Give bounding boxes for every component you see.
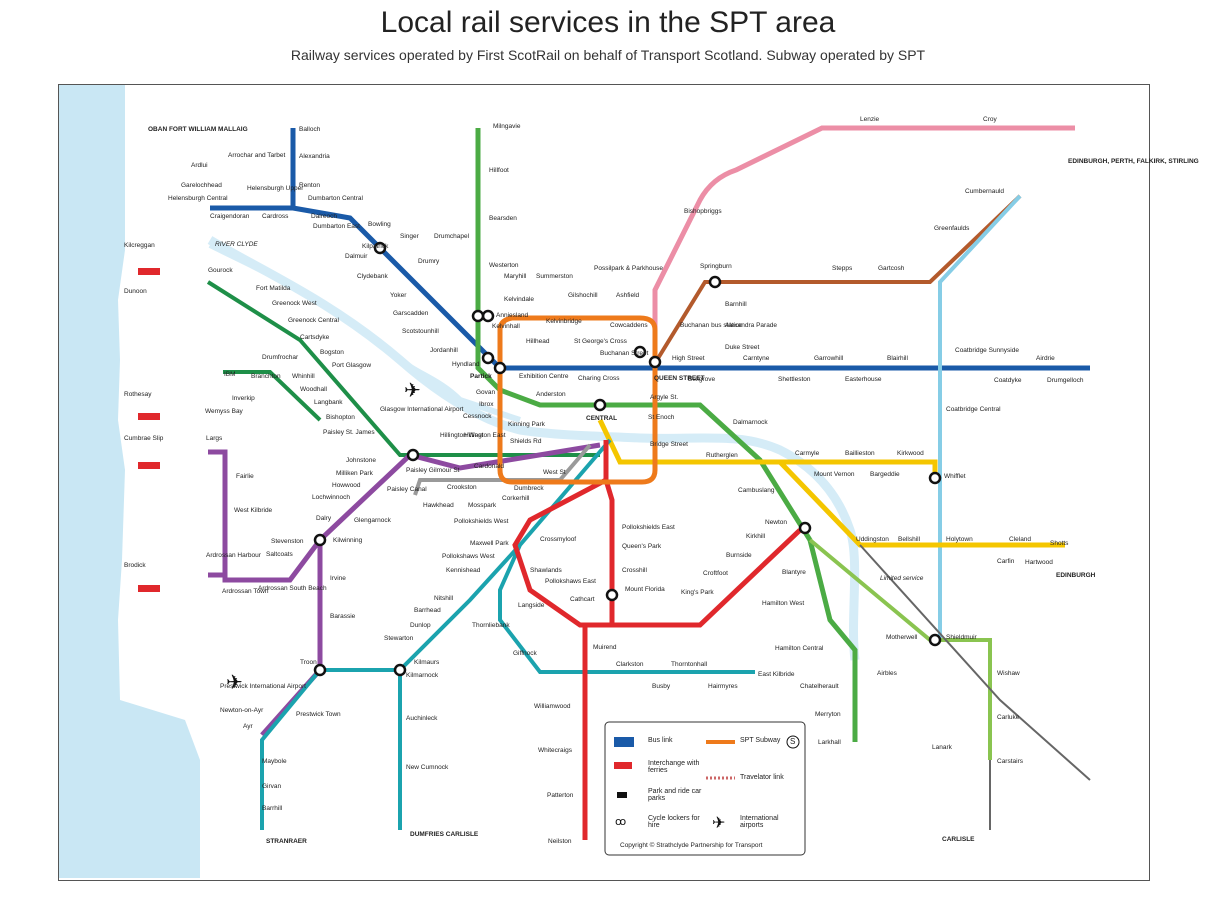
legend-copyright: Copyright © Strathclyde Partnership for … bbox=[620, 842, 763, 849]
line-cumbernauld bbox=[655, 194, 1022, 362]
legend-subway-symbol: S bbox=[790, 737, 796, 746]
ferry-icon bbox=[614, 762, 632, 769]
legend-ferry: Interchange with ferries bbox=[648, 760, 700, 774]
legend-bus-link: Bus link bbox=[648, 737, 673, 744]
line-light-blue-west bbox=[208, 242, 521, 423]
airport-icon: ✈ bbox=[404, 380, 421, 402]
ferry-icon bbox=[138, 413, 160, 420]
legend-travelator: Travelator link bbox=[740, 774, 784, 781]
park-and-ride-icon bbox=[617, 792, 627, 798]
map-title: Local rail services in the SPT area bbox=[380, 6, 836, 39]
legend-cycle: Cycle lockers for hire bbox=[648, 815, 700, 829]
map-frame bbox=[58, 84, 1150, 881]
subway-legend-symbol bbox=[786, 735, 800, 749]
ferry-icon bbox=[138, 585, 160, 592]
line-edinburgh-west-coast bbox=[859, 544, 1091, 781]
airport-icon: ✈ bbox=[226, 672, 243, 694]
line-ayrshire bbox=[208, 442, 601, 737]
legend-park-ride: Park and ride car parks bbox=[648, 788, 702, 802]
line-carstairs bbox=[808, 538, 992, 760]
line-kilmarnock-east-kilbride bbox=[260, 438, 755, 830]
ferry-icon bbox=[138, 462, 160, 469]
line-light-blue bbox=[938, 194, 1022, 640]
line-edinburgh-falkirk bbox=[652, 125, 1075, 360]
legend-box bbox=[604, 721, 806, 856]
line-north-clyde bbox=[210, 128, 1090, 371]
line-cathcart bbox=[512, 440, 802, 840]
ferry-icon bbox=[138, 268, 160, 275]
line-spt-subway bbox=[497, 315, 658, 485]
airport-icon: ✈ bbox=[712, 815, 725, 832]
legend-airport: International airports bbox=[740, 815, 779, 829]
cycle-icon: ꝏ bbox=[615, 816, 626, 828]
firth-of-clyde-sea bbox=[59, 85, 200, 878]
bus-icon bbox=[614, 737, 634, 747]
line-paisley-canal bbox=[413, 443, 592, 496]
river-clyde bbox=[207, 236, 860, 661]
legend-subway: SPT Subway bbox=[740, 737, 781, 744]
line-milngavie bbox=[475, 128, 858, 742]
interchange-markers bbox=[313, 241, 942, 677]
map-subtitle: Railway services operated by First ScotR… bbox=[290, 47, 926, 63]
